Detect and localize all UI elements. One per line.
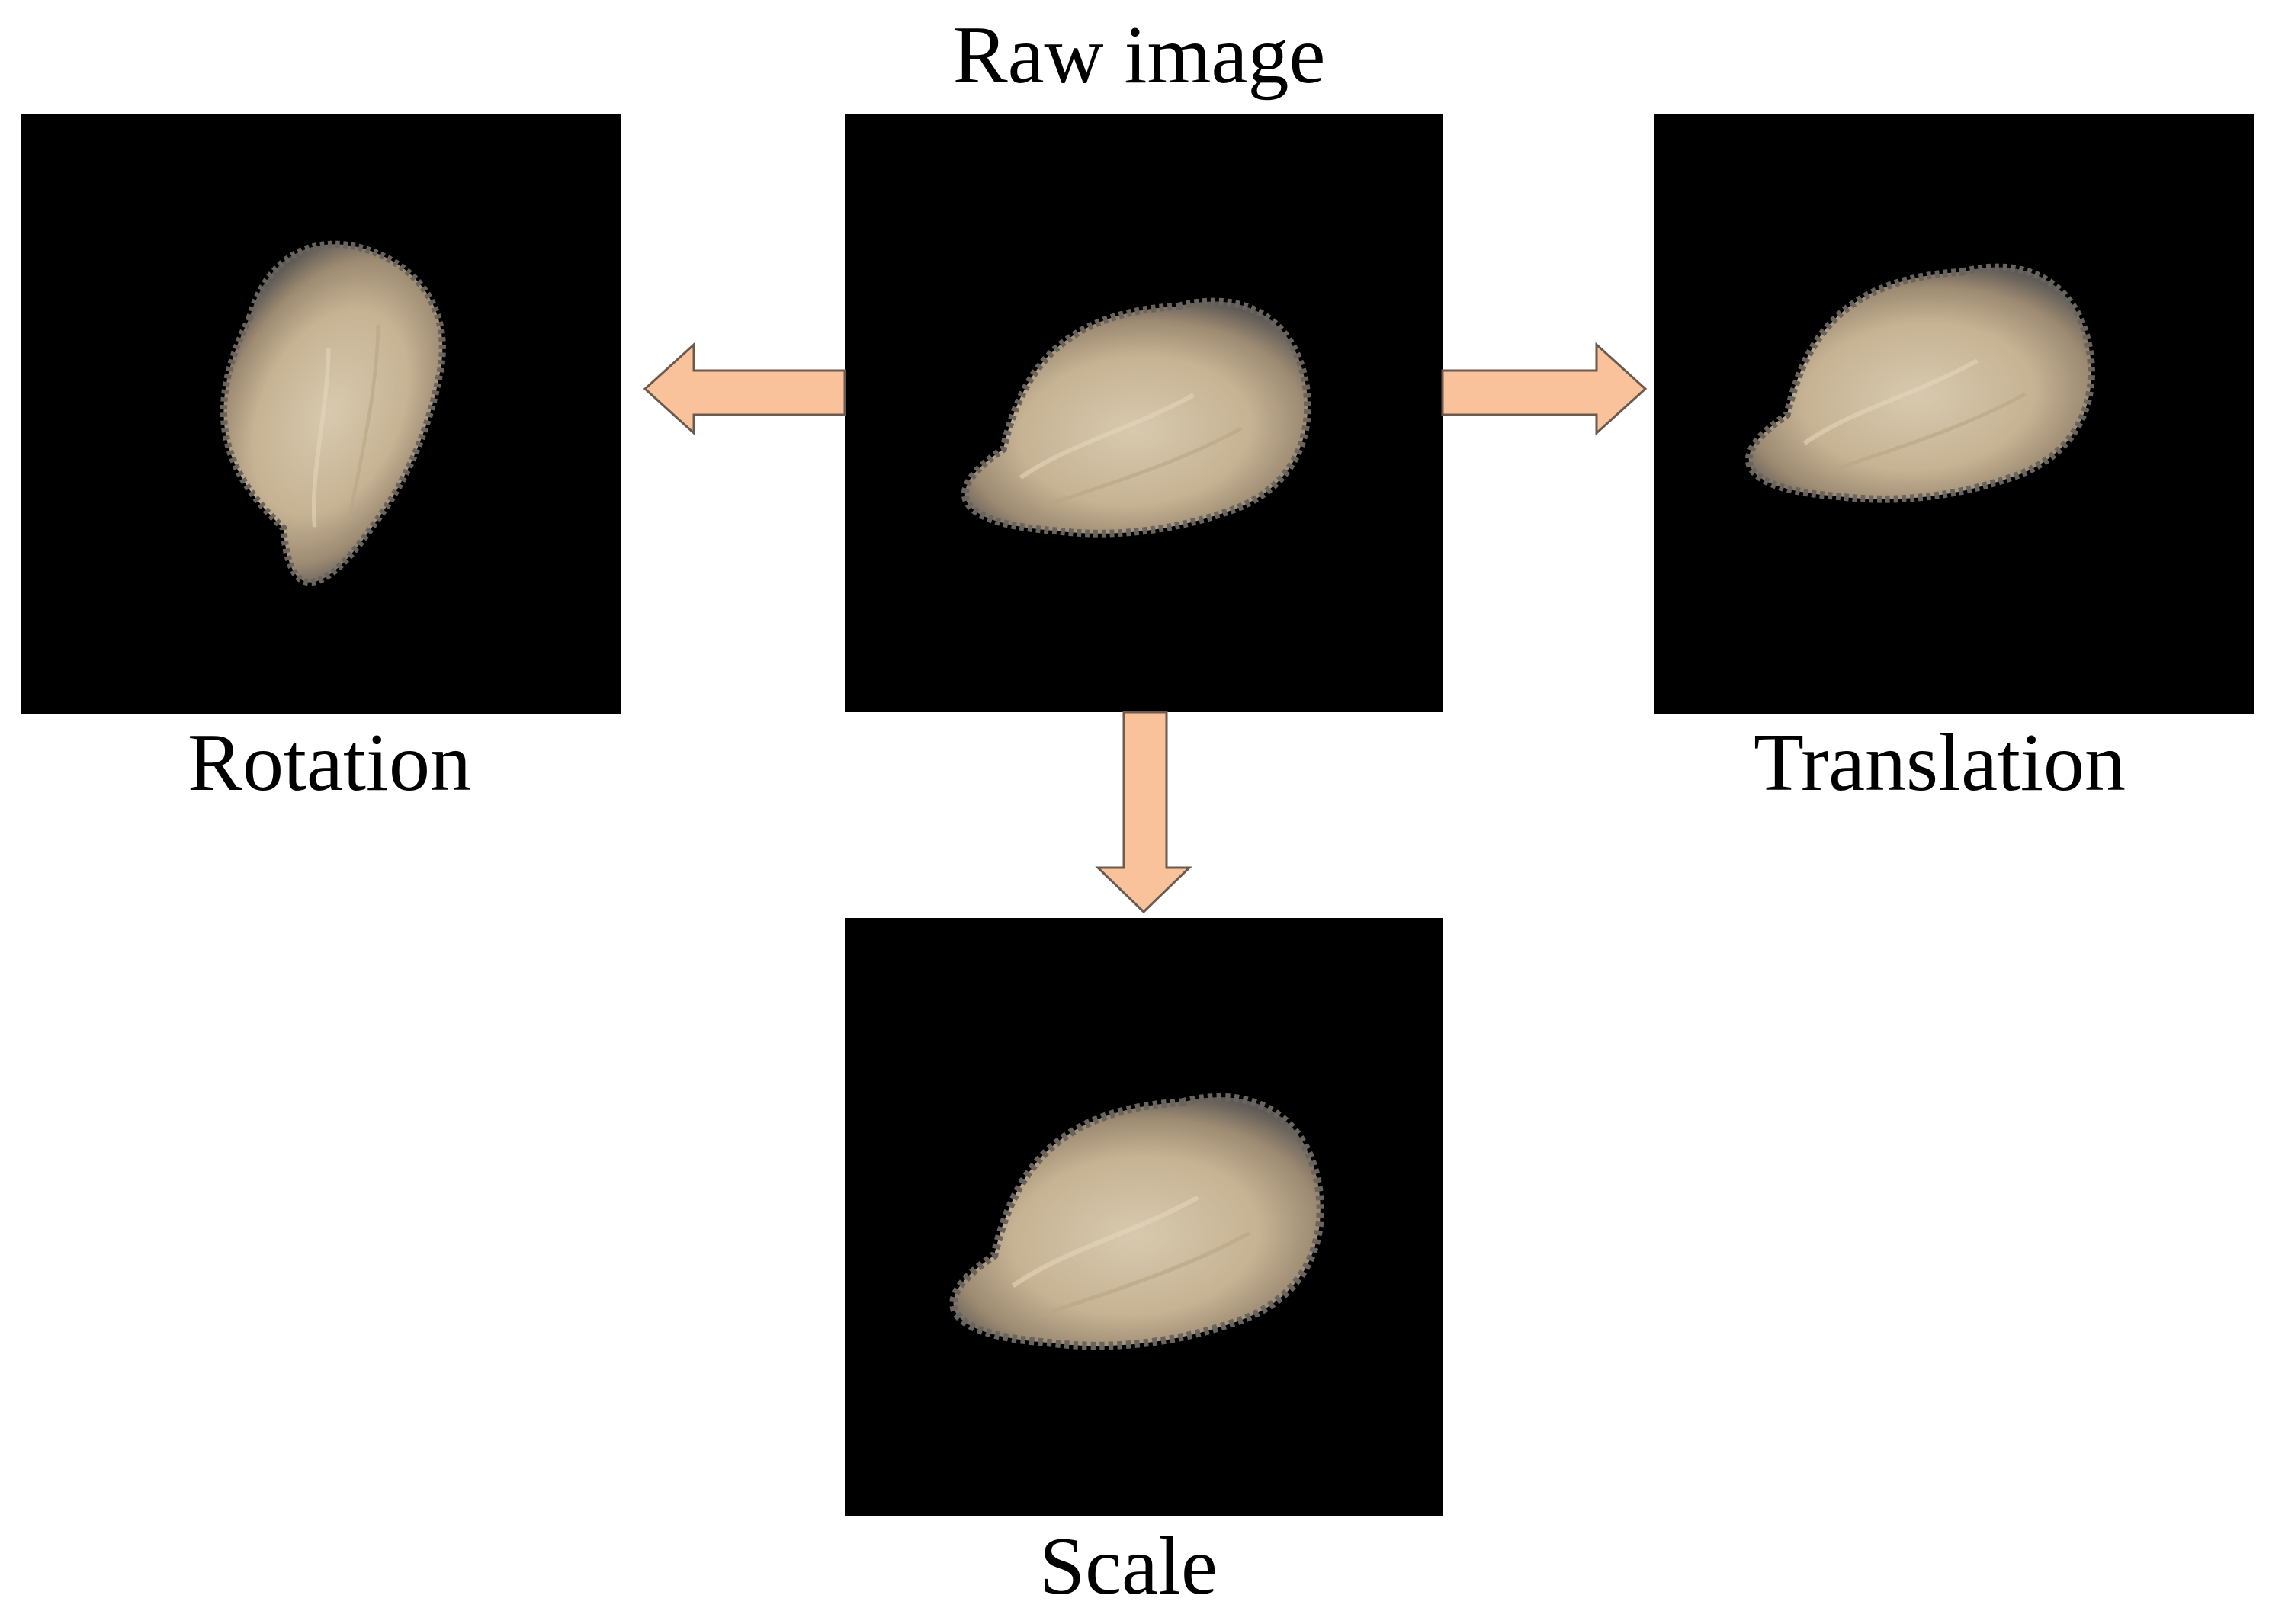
arrow-to-translation <box>1441 342 1648 436</box>
translation-label: Translation <box>1754 717 2126 808</box>
rotation-label: Rotation <box>188 717 471 808</box>
raw-image-label: Raw image <box>953 10 1326 101</box>
arrow-to-scale <box>1095 711 1192 914</box>
scale-label: Scale <box>1039 1521 1218 1612</box>
arrow-to-rotation <box>643 342 846 436</box>
